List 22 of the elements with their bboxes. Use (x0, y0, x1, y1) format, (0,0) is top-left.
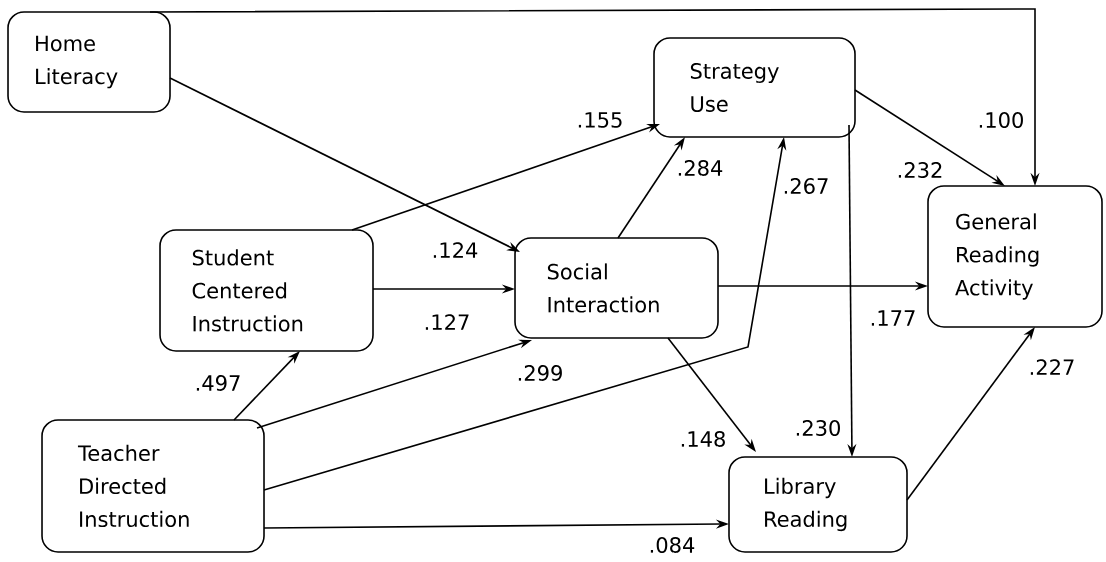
variable-box: Student Centered Instruction (159, 229, 374, 352)
edge-label: .227 (1030, 359, 1074, 375)
edge-label: .230 (796, 420, 840, 436)
edge-label: .124 (433, 242, 478, 258)
variable-box: Home Literacy (7, 11, 171, 113)
edge-label: .127 (425, 314, 469, 330)
arrow (233, 351, 300, 421)
edge-label: .284 (678, 160, 723, 176)
edge-label: .497 (196, 375, 240, 391)
edge-label: .100 (979, 112, 1023, 128)
variable-box: Teacher Directed Instruction (41, 419, 265, 553)
edge-label: .148 (681, 431, 725, 447)
edge-label: .177 (871, 310, 915, 326)
edge-label: .232 (898, 162, 942, 178)
variable-box: Library Reading (728, 456, 908, 553)
edge-label: .155 (578, 112, 622, 128)
edge-label: .299 (518, 365, 562, 381)
variable-box: Social Interaction (514, 237, 719, 339)
variable-box: Strategy Use (653, 37, 856, 138)
edge-label: .084 (650, 537, 695, 553)
edge-label: .267 (784, 178, 828, 194)
variable-box: General Reading Activity (927, 185, 1103, 328)
